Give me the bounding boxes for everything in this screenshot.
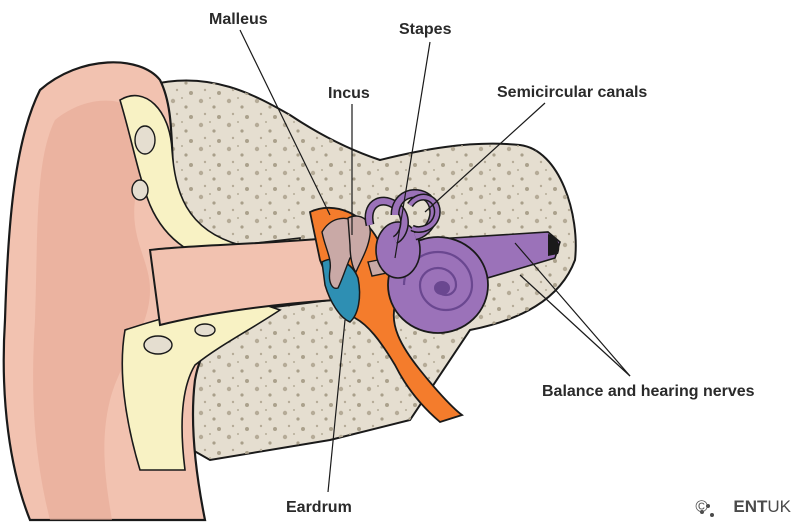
brand-mark: ENT [733,497,767,516]
label-eardrum: Eardrum [286,500,352,516]
label-incus: Incus [328,86,370,102]
label-balance-hearing-nerves: Balance and hearing nerves [542,384,755,400]
copyright-credit: © ENTUK [695,497,791,517]
copyright-symbol: © [695,497,708,516]
label-semicircular-canals: Semicircular canals [497,85,647,101]
label-malleus: Malleus [209,12,268,28]
leader-nerve-2 [520,275,630,376]
label-stapes: Stapes [399,22,451,38]
brand-suffix: UK [767,497,791,516]
